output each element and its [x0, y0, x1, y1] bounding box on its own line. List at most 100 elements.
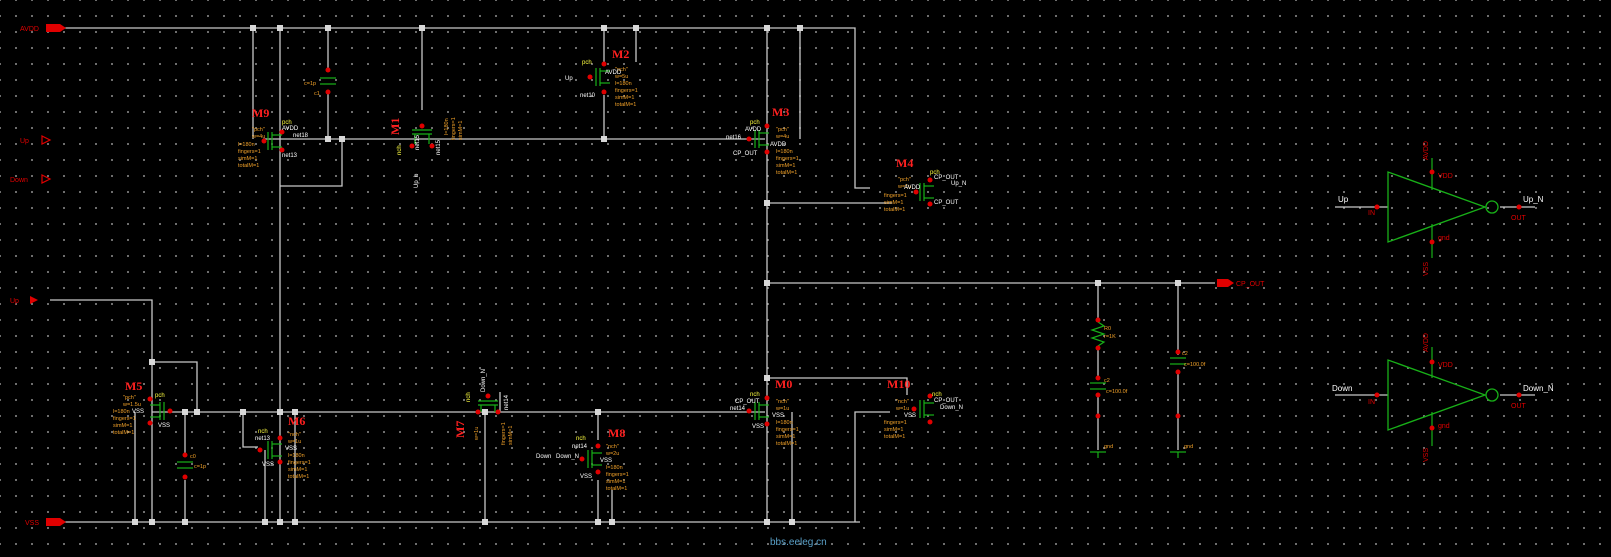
gnd-symbol-2: gnd	[1170, 444, 1193, 458]
svg-text:simM=1: simM=1	[288, 467, 307, 473]
svg-text:Down: Down	[1332, 384, 1352, 393]
svg-text:AVDD: AVDD	[605, 70, 622, 76]
svg-text:AVDD: AVDD	[1423, 141, 1430, 160]
inverter-up[interactable]: Up Up_N IN OUT VDD gnd AVDD VSS	[1335, 141, 1544, 276]
svg-text:net14: net14	[730, 406, 746, 412]
svg-text:totalM=1: totalM=1	[776, 170, 797, 176]
capacitor-c-right[interactable]: c2 c=100.0f	[1170, 349, 1206, 419]
svg-text:fingers=1: fingers=1	[113, 416, 136, 422]
svg-text:fingers=1: fingers=1	[884, 193, 907, 199]
svg-text:net15: net15	[415, 134, 421, 150]
svg-text:simM=1: simM=1	[113, 423, 132, 429]
svg-text:l=180n: l=180n	[444, 118, 450, 135]
junction-dots	[132, 25, 1181, 525]
svg-text:M7: M7	[453, 421, 467, 438]
svg-text:gnd: gnd	[1438, 235, 1450, 242]
svg-text:net10: net10	[580, 93, 596, 99]
svg-text:pch: pch	[930, 170, 940, 176]
transistor-m4[interactable]: M4 pch "pch" w=1u AVDD CP_OUT Up_N finge…	[884, 156, 966, 213]
svg-text:VSS: VSS	[1423, 262, 1430, 276]
svg-text:pch: pch	[282, 120, 292, 126]
svg-text:w=1u: w=1u	[895, 406, 909, 412]
svg-text:pch: pch	[582, 60, 592, 66]
svg-text:AVDD: AVDD	[745, 127, 762, 133]
svg-text:"pch": "pch"	[123, 395, 136, 401]
svg-text:w=4u: w=4u	[775, 134, 789, 140]
svg-text:Down: Down	[536, 454, 551, 460]
svg-text:CP_OUT: CP_OUT	[735, 399, 760, 405]
svg-text:"nch": "nch"	[896, 399, 909, 405]
svg-text:VSS: VSS	[752, 424, 764, 430]
svg-text:simM=1: simM=1	[884, 200, 903, 206]
svg-text:gnd: gnd	[1184, 444, 1193, 450]
svg-text:M9: M9	[252, 106, 269, 120]
transistor-m1[interactable]: M1 nch net15 net15 l=180n fingers=1 simM…	[388, 117, 464, 188]
capacitor-c2[interactable]: c2 c=100.0f	[1090, 375, 1128, 419]
port-vss[interactable]: VSS	[25, 518, 66, 527]
svg-text:AVDD: AVDD	[20, 26, 39, 33]
svg-text:nch: nch	[576, 436, 586, 442]
svg-text:AVDD: AVDD	[282, 126, 299, 132]
transistor-m7[interactable]: M7 nch Down_N net14 w=1u fingers=1 simM=…	[453, 369, 514, 445]
transistor-m9[interactable]: M9 pch "pch" w=4u l=180n fingers=1 simM=…	[238, 106, 309, 169]
svg-text:Up_N: Up_N	[951, 181, 966, 187]
svg-text:M10: M10	[887, 377, 910, 391]
svg-text:Down_N: Down_N	[481, 369, 487, 392]
port-cp-out[interactable]: CP_OUT	[1217, 279, 1265, 288]
svg-text:Up: Up	[1338, 195, 1349, 204]
transistor-m10[interactable]: M10 nch "nch" w=1u CP_OUT Down_N VSS fin…	[884, 377, 963, 440]
port-up[interactable]: Up	[20, 135, 52, 145]
transistor-m5[interactable]: M5 pch "pch" w=1.5u l=180n fingers=1 sim…	[113, 379, 173, 436]
svg-text:gnd: gnd	[1438, 423, 1450, 430]
svg-text:w=4u: w=4u	[251, 134, 265, 140]
svg-text:VSS: VSS	[600, 458, 612, 464]
port-down[interactable]: Down	[10, 174, 52, 184]
svg-text:AVDD: AVDD	[1423, 333, 1430, 352]
svg-text:pch: pch	[750, 120, 760, 126]
transistor-m8[interactable]: M8 nch net14 "nch" w=2u Down Down_N VSS …	[536, 426, 629, 492]
svg-text:fingers=1: fingers=1	[288, 460, 311, 466]
port-up-2[interactable]: Up	[10, 296, 38, 305]
svg-text:VSS: VSS	[132, 409, 144, 415]
svg-text:"pch": "pch"	[252, 127, 265, 133]
transistor-m2[interactable]: M2 pch "pch" Up AVDD w=5u l=180n fingers…	[565, 47, 638, 108]
transistor-m0[interactable]: M0 nch CP_OUT "nch" net14 w=1u VSS l=180…	[730, 377, 799, 447]
svg-text:c2: c2	[1182, 351, 1188, 357]
svg-text:CP_OUT: CP_OUT	[934, 200, 959, 206]
capacitor-c1[interactable]: c=1p c1	[304, 67, 336, 98]
svg-text:l=180n: l=180n	[776, 420, 793, 426]
inverter-down[interactable]: Down Down_N IN OUT VDD gnd AVDD VSS	[1332, 333, 1554, 462]
svg-text:c1: c1	[314, 91, 320, 97]
transistor-m3[interactable]: M3 pch AVDD net16 "pch" w=4u AVDD l=180n…	[726, 105, 799, 176]
transistor-m6[interactable]: M6 nch net13 "nch" w=1u VSS l=180n finge…	[255, 414, 311, 480]
svg-text:VSS: VSS	[904, 413, 916, 419]
svg-text:l=180n: l=180n	[113, 409, 130, 415]
port-avdd[interactable]: AVDD	[20, 24, 66, 33]
svg-text:totalM=1: totalM=1	[615, 102, 636, 108]
svg-text:c=100.0f: c=100.0f	[1184, 362, 1206, 368]
svg-text:totalM=1: totalM=1	[288, 474, 309, 480]
svg-text:VSS: VSS	[1423, 448, 1430, 462]
svg-text:Up: Up	[20, 138, 29, 145]
svg-text:simM=1: simM=1	[884, 427, 903, 433]
svg-text:net14: net14	[504, 394, 510, 410]
svg-text:simM=1: simM=1	[776, 434, 795, 440]
svg-text:nch: nch	[258, 429, 268, 435]
svg-text:VSS: VSS	[262, 462, 274, 468]
svg-text:VSS: VSS	[25, 520, 39, 527]
resistor-r0[interactable]: R0 r=1K	[1090, 317, 1116, 351]
svg-text:fingers=1: fingers=1	[606, 472, 629, 478]
svg-text:nch: nch	[397, 145, 403, 155]
svg-text:w=1u: w=1u	[775, 406, 789, 412]
capacitor-c0[interactable]: c0 c=1p	[177, 452, 206, 480]
svg-text:w=5u: w=5u	[614, 74, 628, 80]
svg-text:nch: nch	[932, 392, 942, 398]
svg-text:totalM=1: totalM=1	[884, 207, 905, 213]
wires	[50, 27, 1215, 523]
svg-text:CP_OUT: CP_OUT	[733, 151, 758, 157]
svg-text:w=1u: w=1u	[897, 184, 911, 190]
svg-text:c0: c0	[190, 454, 196, 460]
svg-text:fingers=1: fingers=1	[238, 149, 261, 155]
svg-text:fingers=1: fingers=1	[615, 88, 638, 94]
